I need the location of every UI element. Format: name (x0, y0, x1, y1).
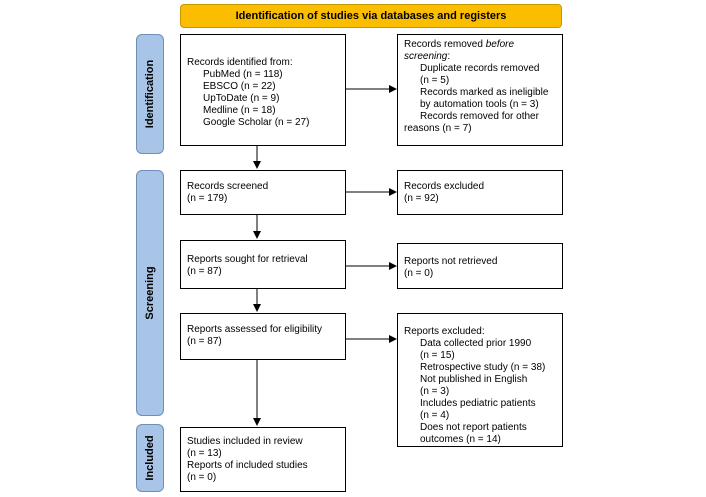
records-removed-title-2: screening: (404, 51, 451, 62)
phase-identification: Identification (136, 34, 164, 154)
reports-assessed-count: (n = 87) (187, 336, 222, 347)
source-item: EBSCO (n = 22) (203, 81, 276, 92)
reports-sought-count: (n = 87) (187, 266, 222, 277)
records-screened-label: Records screened (187, 181, 269, 192)
records-excluded-label: Records excluded (404, 181, 485, 192)
records-screened-count: (n = 179) (187, 193, 228, 204)
records-screened-box: Records screened (n = 179) (180, 170, 346, 215)
exclusion-item: Does not report patients (420, 422, 527, 433)
header-title: Identification of studies via databases … (235, 10, 507, 22)
exclusion-item: Retrospective study (n = 38) (420, 362, 546, 373)
exclusion-item: outcomes (n = 14) (420, 434, 501, 445)
records-removed-box: Records removed before screening: Duplic… (397, 34, 563, 146)
records-excluded-count: (n = 92) (404, 193, 439, 204)
source-item: Medline (n = 18) (203, 105, 276, 116)
records-removed-title: Records removed before (404, 39, 515, 50)
reports-sought-box: Reports sought for retrieval (n = 87) (180, 240, 346, 289)
included-line: Studies included in review (187, 436, 303, 447)
exclusion-item: Data collected prior 1990 (420, 338, 532, 349)
reports-not-retrieved-box: Reports not retrieved (n = 0) (397, 243, 563, 289)
exclusion-item: Includes pediatric patients (420, 398, 536, 409)
included-line: Reports of included studies (187, 460, 308, 471)
reports-excluded-box: Reports excluded: Data collected prior 1… (397, 313, 563, 447)
reports-assessed-label: Reports assessed for eligibility (187, 324, 323, 335)
reports-assessed-box: Reports assessed for eligibility (n = 87… (180, 313, 346, 360)
removed-item: (n = 5) (420, 75, 450, 86)
reports-not-retrieved-count: (n = 0) (404, 268, 434, 279)
reports-not-retrieved-label: Reports not retrieved (404, 256, 498, 267)
reports-sought-label: Reports sought for retrieval (187, 254, 308, 265)
phase-included: Included (136, 424, 164, 492)
exclusion-item: Not published in English (420, 374, 528, 385)
reports-excluded-title: Reports excluded: (404, 326, 485, 337)
included-line: (n = 0) (187, 472, 217, 483)
source-item: UpToDate (n = 9) (203, 93, 280, 104)
removed-item: Duplicate records removed (420, 63, 540, 74)
phase-screening: Screening (136, 170, 164, 416)
source-item: PubMed (n = 118) (203, 69, 283, 80)
studies-included-box: Studies included in review (n = 13) Repo… (180, 427, 346, 492)
exclusion-item: (n = 3) (420, 386, 450, 397)
removed-item: reasons (n = 7) (404, 123, 472, 134)
removed-item: Records removed for other (420, 111, 539, 122)
exclusion-item: (n = 15) (420, 350, 455, 361)
removed-item: Records marked as ineligible (420, 87, 549, 98)
source-item: Google Scholar (n = 27) (203, 117, 310, 128)
records-identified-box: Records identified from: PubMed (n = 118… (180, 34, 346, 146)
diagram-header: Identification of studies via databases … (180, 4, 562, 28)
records-identified-title: Records identified from: (187, 57, 293, 68)
records-excluded-box: Records excluded (n = 92) (397, 170, 563, 215)
exclusion-item: (n = 4) (420, 410, 450, 421)
included-line: (n = 13) (187, 448, 222, 459)
removed-item: by automation tools (n = 3) (420, 99, 539, 110)
